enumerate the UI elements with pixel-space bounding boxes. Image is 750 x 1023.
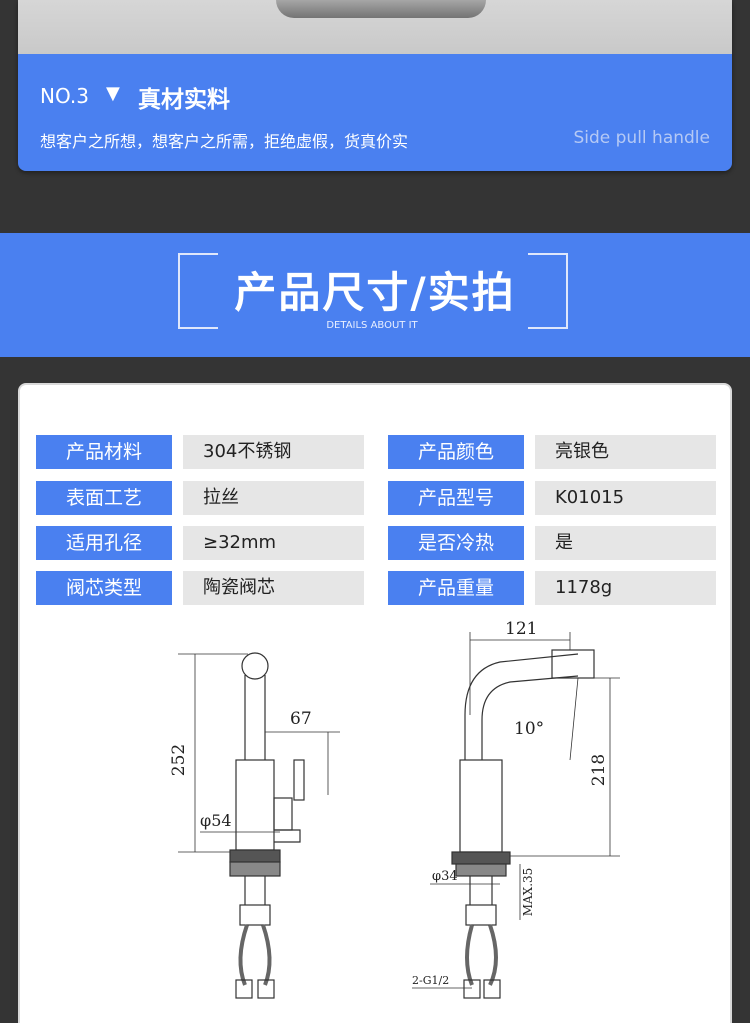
triangle-down-icon: ▼: [106, 83, 120, 104]
spec-value: 拉丝: [183, 481, 364, 515]
spec-label: 阀芯类型: [36, 571, 172, 605]
dim-thread: 2-G1/2: [412, 974, 449, 987]
frame-left-bracket: [178, 253, 218, 329]
spec-label: 产品材料: [36, 435, 172, 469]
spec-row: 产品型号 K01015: [388, 481, 718, 515]
spec-label: 适用孔径: [36, 526, 172, 560]
section-subtitle: DETAILS ABOUT IT: [326, 320, 418, 331]
spec-row: 产品颜色 亮银色: [388, 435, 718, 469]
spec-label: 是否冷热: [388, 526, 524, 560]
frame-right-bracket: [528, 253, 568, 329]
spec-label: 产品型号: [388, 481, 524, 515]
dim-67: 67: [290, 709, 312, 729]
spec-row: 产品重量 1178g: [388, 571, 718, 605]
spec-row: 表面工艺 拉丝: [36, 481, 366, 515]
spec-row: 产品材料 304不锈钢: [36, 435, 366, 469]
spec-label: 表面工艺: [36, 481, 172, 515]
spec-value: 是: [535, 526, 716, 560]
side-view: 121 10° 218 φ34 MAX.35 2-G1/2: [412, 620, 620, 999]
spec-label: 产品重量: [388, 571, 524, 605]
dim-phi34: φ34: [432, 869, 458, 884]
dim-252: 252: [169, 744, 189, 776]
spec-row: 阀芯类型 陶瓷阀芯: [36, 571, 366, 605]
spec-value: ≥32mm: [183, 526, 364, 560]
dim-phi54: φ54: [200, 811, 232, 830]
dim-max35: MAX.35: [521, 868, 535, 917]
spec-value: 304不锈钢: [183, 435, 364, 469]
technical-drawing: 252 67 φ54: [169, 620, 620, 999]
top-feature-card: NO.3 ▼ 真材实料 想客户之所想，想客户之所需，拒绝虚假，货真价实 Side…: [18, 0, 732, 171]
spec-value: 1178g: [535, 571, 716, 605]
spec-value: K01015: [535, 481, 716, 515]
section-header: 产品尺寸/实拍 DETAILS ABOUT IT: [0, 233, 750, 357]
faucet-photo: [18, 0, 732, 54]
feature-number: NO.3: [40, 84, 89, 108]
spec-row: 适用孔径 ≥32mm: [36, 526, 366, 560]
spec-row: 是否冷热 是: [388, 526, 718, 560]
side-pull-label: Side pull handle: [573, 128, 710, 148]
spec-card: 产品材料 304不锈钢 产品颜色 亮银色 表面工艺 拉丝 产品型号 K01015…: [18, 383, 732, 1023]
spec-value: 陶瓷阀芯: [183, 571, 364, 605]
front-view: 252 67 φ54: [169, 652, 340, 999]
feature-subtitle: 想客户之所想，想客户之所需，拒绝虚假，货真价实: [40, 132, 409, 151]
feature-title: 真材实料: [138, 87, 230, 113]
spec-value: 亮银色: [535, 435, 716, 469]
feature-band: NO.3 ▼ 真材实料 想客户之所想，想客户之所需，拒绝虚假，货真价实 Side…: [18, 54, 732, 171]
faucet-base-image: [276, 0, 486, 18]
spec-label: 产品颜色: [388, 435, 524, 469]
dim-218: 218: [589, 754, 609, 786]
section-title: 产品尺寸/实拍: [234, 268, 516, 317]
dim-10deg: 10°: [514, 719, 544, 739]
dim-121: 121: [505, 620, 537, 639]
